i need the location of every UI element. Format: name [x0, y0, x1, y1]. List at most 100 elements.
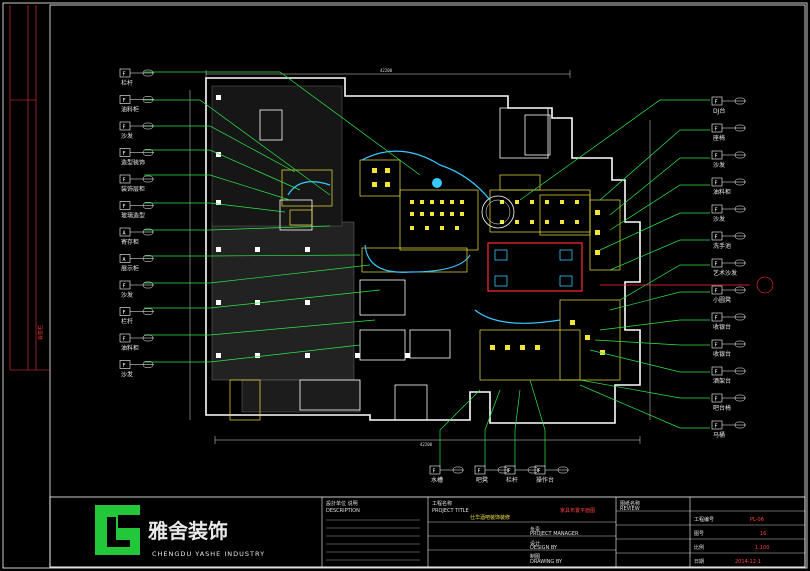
label-text: 造型装饰	[121, 159, 145, 167]
tb-date-label: 日期	[694, 559, 704, 565]
label-code-bubble	[142, 175, 154, 183]
tb-code-value: PL-06	[750, 517, 764, 523]
tb-project: 仕华酒吧装饰装修	[470, 514, 510, 521]
tb-notes	[326, 519, 420, 561]
label-code-bubble	[142, 228, 154, 236]
labels_left-label-9: F栏杆	[119, 307, 154, 326]
label-code-bubble	[142, 281, 154, 289]
label-code-bubble	[142, 361, 154, 368]
labels_right-label-12: F马桶	[711, 420, 746, 439]
label-code-bubble	[734, 340, 746, 348]
label-tag-letter: F	[123, 125, 126, 131]
label-code-bubble	[452, 466, 464, 474]
central-bar	[487, 242, 583, 292]
labels-left: F栏杆F油料柜F沙发F造型装饰F装饰层柜F玻璃造型A寄存柜A展示柜F沙发F栏杆F…	[119, 68, 154, 379]
label-tag-letter: F	[123, 72, 126, 78]
label-tag-letter: F	[123, 363, 126, 369]
labels-right: FDJ台F座椅F沙发F油料柜F沙发F洗手池F艺术沙发F小圆凳F收银台F收银台F酒…	[711, 96, 746, 439]
tb-row-3-value: DRAWING BY	[530, 559, 563, 565]
label-text: 油料柜	[713, 188, 731, 196]
label-code-bubble	[527, 466, 539, 474]
inner-frame	[49, 4, 806, 568]
label-code-bubble	[734, 367, 746, 375]
labels_left-label-11: F沙发	[119, 360, 154, 379]
leader-lines	[144, 71, 710, 467]
logo-mark-icon	[95, 505, 140, 555]
label-code-bubble	[142, 202, 154, 209]
label-code-bubble	[497, 466, 509, 474]
label-tag-letter: F	[123, 151, 126, 157]
label-tag-letter: F	[715, 181, 718, 187]
label-tag-letter: F	[715, 100, 718, 106]
label-tag-letter: F	[715, 262, 718, 268]
label-tag-letter: F	[715, 154, 718, 160]
label-text: 油料柜	[121, 344, 139, 352]
building-walls	[205, 77, 641, 424]
labels_left-label-2: F沙发	[119, 121, 154, 140]
labels_right-label-2: F沙发	[711, 150, 746, 169]
logo-name-cn: 雅舍装饰	[148, 519, 228, 543]
tb-code-label: 工程编号	[694, 516, 714, 523]
bar-tables	[494, 249, 573, 287]
label-code-bubble	[142, 96, 154, 103]
tb-row-3-key: 制图	[530, 553, 540, 560]
tb-drawing-no-label: 图号	[694, 531, 704, 537]
label-tag-letter: F	[123, 284, 126, 290]
tb-row-1-key: 负责	[530, 526, 540, 533]
label-text: 吧台椅	[713, 404, 731, 412]
label-code-bubble	[557, 466, 569, 474]
label-text: 沙发	[713, 161, 725, 169]
tb-review-header: 图纸名称	[620, 500, 640, 507]
label-tag-letter: F	[123, 310, 126, 316]
label-tag-letter: F	[123, 178, 126, 184]
label-text: 洗手池	[713, 242, 731, 250]
binding-strip: 会签栏	[9, 5, 50, 371]
round-stage	[481, 195, 515, 229]
label-text: DJ台	[713, 107, 725, 115]
labels_left-label-3: F 造型装饰	[119, 148, 154, 167]
tb-row-2-key: 设计	[530, 540, 540, 547]
label-text: 沙发	[713, 215, 725, 223]
label-tag-letter: F	[478, 469, 481, 475]
label-code-bubble	[734, 286, 746, 294]
interior-rooms	[259, 107, 551, 421]
label-tag-letter: A	[123, 231, 126, 237]
hatched-area	[211, 85, 361, 413]
label-tag-letter: F	[715, 316, 718, 322]
tb-drawing-title: 家具布置平面图	[560, 507, 595, 514]
tb-col2-sub: PROJECT TITLE	[432, 508, 469, 514]
logo-name-en: CHENGDU YASHE INDUSTRY	[152, 550, 265, 558]
label-tag-letter: F	[715, 235, 718, 241]
label-tag-letter: F	[123, 204, 126, 210]
label-tag-letter: F	[715, 343, 718, 349]
label-text: 展示柜	[121, 265, 139, 273]
chairs	[372, 168, 605, 355]
labels_bottom-label-2: F栏杆	[504, 465, 539, 484]
label-text: 操作台	[536, 476, 554, 484]
label-text: 装饰层柜	[121, 185, 145, 193]
label-code-bubble	[142, 334, 154, 342]
label-tag-letter: F	[715, 397, 718, 403]
labels_bottom-label-0: F水槽	[429, 465, 464, 484]
label-text: 油料柜	[121, 106, 139, 114]
label-text: 栏杆	[506, 476, 518, 484]
label-text: 艺术沙发	[713, 269, 737, 277]
label-text: 酒架台	[713, 377, 731, 385]
labels_right-label-1: F座椅	[711, 123, 746, 142]
label-code-bubble	[142, 122, 154, 130]
label-text: 吧凳	[476, 476, 488, 484]
